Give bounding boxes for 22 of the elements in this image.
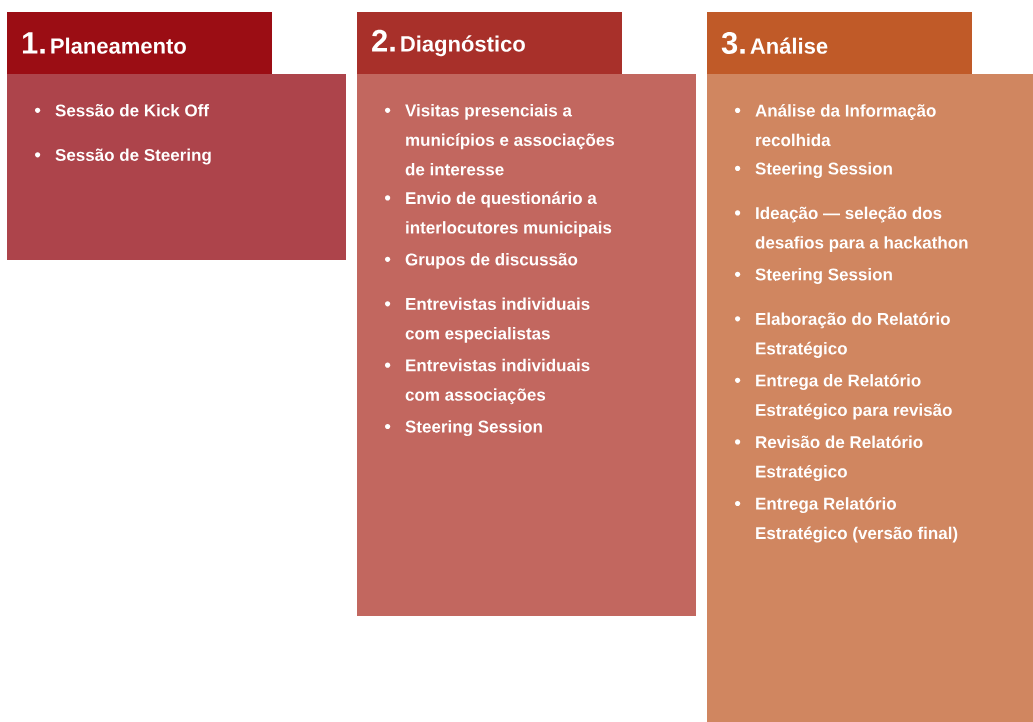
list-item: Grupos de discussão — [405, 253, 578, 269]
list-item: Entrega de Relatório Estratégico para revisão — [756, 373, 952, 420]
list-item: Steering Session — [755, 268, 892, 284]
list-item: Sessão de Kick Off — [55, 104, 209, 117]
list-item: Steering Session — [405, 420, 542, 437]
list-item: Visitas presenciais a municípios e associações de interesse — [405, 104, 615, 176]
phase-card — [357, 74, 696, 616]
phase-header-tab: 1. Planeamento — [7, 12, 272, 74]
phase-header-tab: 3. Análise — [707, 12, 972, 74]
list-item: Entrevistas individuais com especialistas — [405, 297, 590, 343]
list-item: Sessão de Steering — [55, 148, 211, 165]
list-item: Steering Session — [755, 162, 892, 179]
list-item: Entrega Relatório Estratégico (versão final) — [756, 497, 958, 543]
list-item: Entrevistas individuais com associações — [405, 358, 590, 405]
list-item: Elaboração do Relatório Estratégico — [756, 312, 950, 358]
list-item: Revisão de Relatório Estratégico — [756, 435, 923, 482]
phase-card — [7, 74, 346, 260]
list-item: Ideação — seleção dos desafios para a hackathon — [755, 206, 968, 252]
phase-card — [707, 74, 1033, 722]
list-item: Envio de questionário a interlocutores municipais — [406, 191, 612, 237]
phase-header-tab: 2. Diagnóstico — [357, 12, 622, 74]
list-item: Análise da Informação recolhida — [755, 104, 936, 147]
